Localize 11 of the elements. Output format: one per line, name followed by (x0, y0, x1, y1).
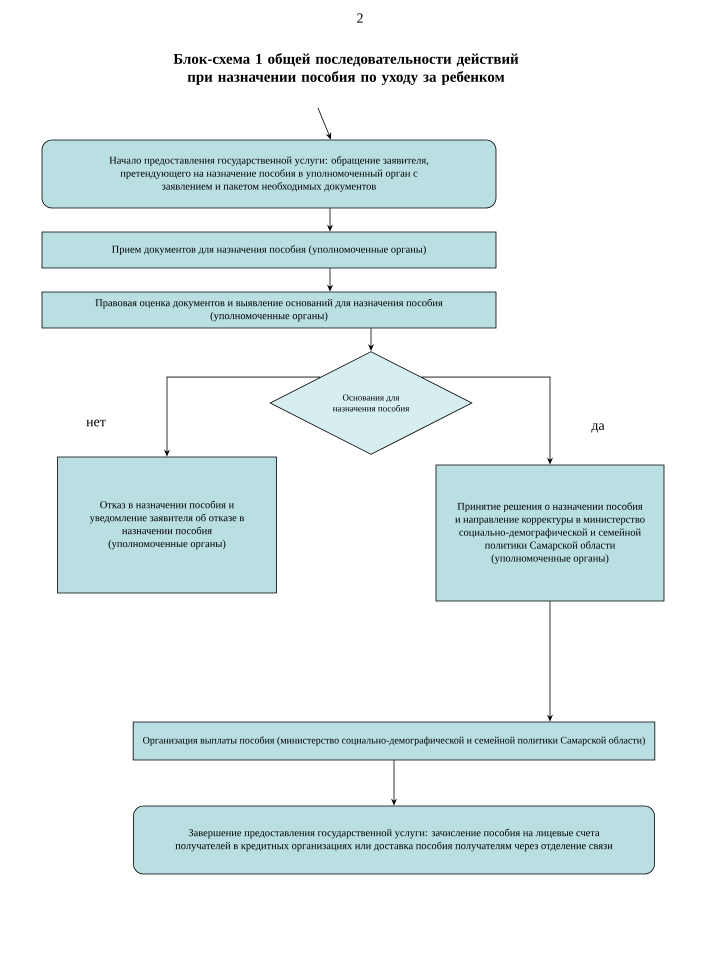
process-box: Отказ в назначении пособия и уведомление заявителя об отказе в назначении пособия (уполномоченные органы) (57, 456, 277, 594)
process-box: Правовая оценка документов и выявление оснований для назначения пособия (уполномоченные органы) (42, 292, 496, 328)
process-box: Организация выплаты пособия (министерство социально-демографической и семейной политики Самарской области) (132, 722, 656, 760)
title: Блок-схема 1 общей последовательности действий при назначении пособия по уходу за ребенком (174, 53, 518, 85)
start-end-box: Завершение предоставления государственной услуги: зачисление пособия на лицевые счета получателей в кредитных организациях или доставка пособия получателям через отделение связи (133, 806, 655, 874)
edge-label: да (590, 422, 606, 434)
process-box: Прием документов для назначения пособия (уполномоченные органы) (42, 232, 496, 268)
edge-label: нет (85, 418, 107, 428)
start-end-box: Начало предоставления государственной услуги: обращение заявителя, претендующего на назначение пособия в уполномоченный орган с заявлением и пакетом необходимых документов (42, 140, 496, 208)
process-box: Принятие решения о назначении пособия и направление корректуры в министерство социально-демографической и семейной политики Самарской области (уполномоченные органы) (436, 464, 664, 602)
page-number: 2 (357, 13, 363, 23)
